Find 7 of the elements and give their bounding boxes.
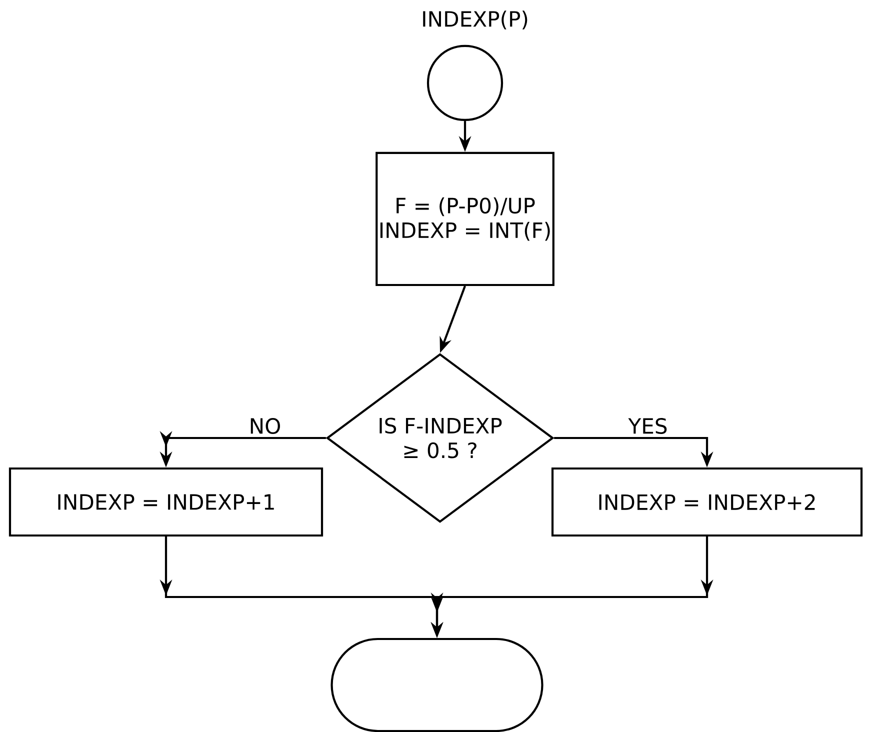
process-box: INDEXP = INDEXP+1 [8, 467, 324, 537]
process-box: F = (P-P0)/UP INDEXP = INT(F) [376, 152, 554, 286]
edge-label: NO [247, 416, 283, 436]
title: INDEXP(P) [423, 10, 528, 30]
start-circle [426, 44, 504, 122]
edge-label: YES [626, 416, 670, 436]
process-box: INDEXP = INDEXP+2 [551, 467, 863, 537]
